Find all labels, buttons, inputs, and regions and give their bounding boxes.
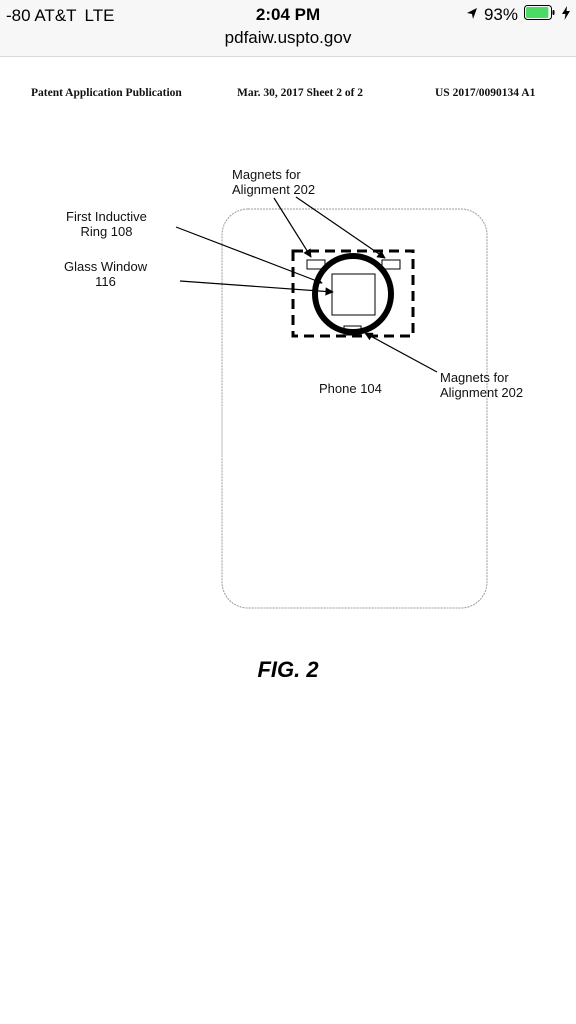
header-publication: Patent Application Publication [31,87,182,99]
carrier-info: -80 AT&T LTE [6,6,114,26]
header-date-sheet: Mar. 30, 2017 Sheet 2 of 2 [237,87,364,99]
label-glass-window: Glass Window 116 [64,259,148,289]
pdf-page: Patent Application Publication Mar. 30, … [0,57,576,1024]
label-magnets-top: Magnets for Alignment 202 [232,167,316,197]
battery-percent: 93% [483,5,518,24]
label-phone: Phone 104 [319,381,382,396]
inductive-ring [312,253,394,335]
magnet-top-right [381,259,401,270]
network-type: LTE [84,6,115,25]
status-right: 93% [466,5,570,25]
arrow-magnets-bottom [364,332,438,373]
arrow-inductive-ring [175,226,323,285]
address-bar-url[interactable]: pdfaiw.uspto.gov [224,28,352,47]
figure-caption: FIG. 2 [257,657,319,682]
label-inductive-ring: First Inductive Ring 108 [66,209,147,239]
status-bar: -80 AT&T LTE 2:04 PM 93% pdfaiw.uspto.gov [0,0,576,57]
arrow-glass-window [179,280,334,296]
phone-outline [221,208,488,609]
header-patent-number: US 2017/0090134 A1 [435,87,536,99]
charging-bolt-icon [562,5,570,25]
clock: 2:04 PM [255,5,321,24]
carrier-name: -80 AT&T [6,6,77,25]
label-magnets-bottom: Magnets for Alignment 202 [440,370,524,400]
battery-icon [524,5,556,25]
magnet-region-outline [291,249,415,338]
arrow-magnets-top-right [295,196,386,259]
arrow-magnets-top-left [273,197,312,258]
patent-figure [175,196,488,609]
location-arrow-icon [466,5,478,25]
glass-window [331,273,376,316]
